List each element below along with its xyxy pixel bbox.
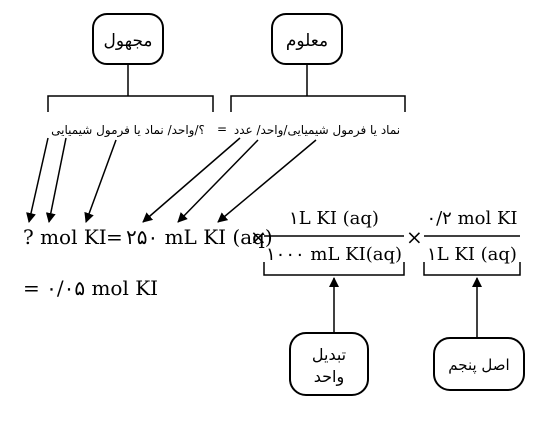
arrow-to-given-unit — [177, 139, 259, 223]
known-label: معلوم — [286, 31, 328, 51]
fraction1-denominator: ۱۰۰۰ mL KI(aq) — [266, 244, 402, 265]
fraction1-numerator: ۱L KI (aq) — [289, 208, 379, 229]
fraction2-denominator: ۱L KI (aq) — [427, 244, 517, 265]
caption-equals-sign: = — [217, 122, 227, 136]
unknown-box: مجهول — [92, 13, 164, 65]
equation-lhs: ? mol KI — [23, 225, 107, 249]
caption-arrows — [26, 137, 317, 223]
arrow-to-unit — [45, 137, 67, 223]
unknown-caption: ؟/واحد/ نماد یا فرمول شیمیایی — [51, 123, 205, 138]
known-bracket — [230, 95, 406, 112]
known-box: معلوم — [271, 13, 343, 65]
arrow-to-number — [142, 137, 241, 223]
unknown-label: مجهول — [103, 31, 152, 51]
equation-equals: = — [106, 225, 123, 249]
equation-given: ۲۵۰ mL KI (aq) — [126, 225, 273, 249]
fraction2-bracket — [423, 262, 521, 276]
arrow-to-question — [26, 137, 49, 223]
arrow-to-given-formula — [217, 139, 317, 223]
unknown-bracket — [47, 95, 214, 112]
fraction2-numerator: ۰/۲ mol KI — [426, 208, 517, 229]
times-sign-2: × — [406, 225, 423, 249]
fifth-principle-label: اصل پنجم — [448, 356, 509, 375]
known-caption: نماد یا فرمول شیمیایی/واحد/ عدد — [234, 123, 400, 138]
unit-conversion-label-line1: تبدیل — [312, 345, 346, 364]
times-sign-1: × — [250, 225, 267, 249]
unit-conversion-label-line2: واحد — [314, 367, 344, 387]
fifth-principle-box: اصل پنجم — [433, 337, 525, 391]
fraction1-bracket — [263, 262, 405, 276]
arrow-to-formula — [84, 139, 117, 223]
equation-result: = ۰/۰۵ mol KI — [23, 276, 158, 300]
unit-conversion-box: تبدیل واحد — [289, 332, 369, 396]
